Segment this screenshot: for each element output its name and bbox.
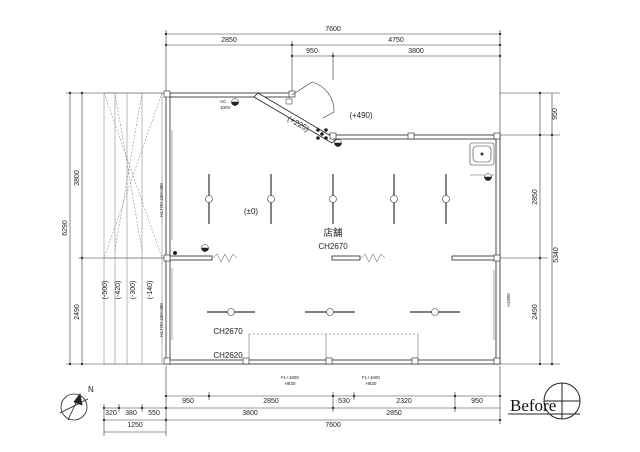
level-minus-140: (-140) bbox=[147, 281, 154, 300]
dim-bottom-r1-2: 530 bbox=[338, 398, 350, 405]
dim-bottom-r2-0: 320 bbox=[105, 410, 117, 417]
north-arrow-icon bbox=[59, 393, 89, 421]
window-label-1a: FL+1600 bbox=[281, 375, 299, 380]
dim-bottom-r2-right: 2850 bbox=[386, 410, 402, 417]
dim-right-5340: 5340 bbox=[553, 247, 560, 263]
pendant-rods-upper bbox=[208, 174, 447, 224]
window-label-2a: FL+1600 bbox=[362, 375, 380, 380]
sink bbox=[469, 142, 495, 166]
dim-left-upper: 3800 bbox=[74, 170, 81, 186]
side-label-left-lower: H1770+100+380 bbox=[159, 303, 164, 337]
bottom-windows bbox=[248, 333, 419, 358]
entrance-door bbox=[291, 81, 335, 119]
pendant-lights-upper bbox=[205, 195, 450, 203]
dim-bottom-r3-left: 1250 bbox=[127, 422, 143, 429]
dim-right-950: 950 bbox=[552, 108, 559, 120]
heater-symbols bbox=[212, 253, 386, 263]
electrical-outlets bbox=[172, 98, 492, 256]
dim-left-total: 6290 bbox=[62, 220, 69, 236]
level-zero: (±0) bbox=[244, 207, 259, 216]
dim-top-c: 950 bbox=[306, 48, 318, 55]
dim-bottom-r1-3: 2320 bbox=[396, 398, 412, 405]
before-badge bbox=[508, 382, 581, 420]
right-dimension-lines bbox=[500, 92, 560, 365]
north-label: N bbox=[88, 385, 94, 394]
top-dimension-ticks bbox=[164, 32, 502, 58]
left-dimension-lines bbox=[66, 92, 166, 365]
right-dimension-ticks bbox=[538, 91, 554, 366]
top-dimension-lines bbox=[165, 30, 501, 135]
column-marks bbox=[163, 90, 501, 365]
small-device-icons bbox=[285, 98, 293, 105]
meter-cluster bbox=[316, 128, 328, 140]
dim-top-b: 4750 bbox=[388, 37, 404, 44]
ceiling-height-lower: CH2670 bbox=[213, 327, 243, 336]
left-dimension-ticks bbox=[68, 91, 84, 366]
dim-top-total: 7600 bbox=[325, 26, 341, 33]
room-name: 店舗 bbox=[323, 227, 343, 239]
bottom-dimension-ticks bbox=[102, 394, 502, 422]
bottom-dimension-lines bbox=[103, 366, 501, 436]
room-ceiling-height: CH2670 bbox=[318, 242, 348, 251]
window-label-1b: H830 bbox=[285, 381, 296, 386]
fixture-lights-lower bbox=[227, 308, 439, 316]
dim-bottom-r2-1: 380 bbox=[125, 410, 137, 417]
dim-bottom-r1-1: 2850 bbox=[263, 398, 279, 405]
level-minus-420: (-420) bbox=[115, 281, 122, 300]
window-label-2b: H830 bbox=[366, 381, 377, 386]
dim-bottom-r3-total: 7600 bbox=[325, 422, 341, 429]
ceiling-height-bottom: CH2620 bbox=[213, 351, 243, 360]
level-minus-500: (-500) bbox=[102, 281, 109, 300]
exterior-steps bbox=[103, 92, 163, 365]
dim-bottom-r2-2: 550 bbox=[148, 410, 160, 417]
dim-top-a: 2850 bbox=[221, 37, 237, 44]
dim-bottom-r1-4: 950 bbox=[471, 398, 483, 405]
dim-bottom-r1-0: 950 bbox=[182, 398, 194, 405]
ac-label-a: AC bbox=[220, 99, 227, 104]
dim-top-d: 3800 bbox=[408, 48, 424, 55]
before-label: Before bbox=[510, 396, 556, 415]
dim-bottom-r2-mid: 3800 bbox=[242, 410, 258, 417]
side-label-left-upper: H1770+100+380 bbox=[159, 183, 164, 217]
dim-right-2490: 2490 bbox=[532, 304, 539, 320]
dim-left-lower: 2490 bbox=[74, 304, 81, 320]
level-plus-490: (+490) bbox=[349, 111, 373, 120]
ac-label-b: 100V bbox=[220, 105, 231, 110]
level-minus-300: (-300) bbox=[130, 281, 137, 300]
side-label-right: H1800 bbox=[506, 293, 511, 307]
dim-right-2850: 2850 bbox=[532, 189, 539, 205]
